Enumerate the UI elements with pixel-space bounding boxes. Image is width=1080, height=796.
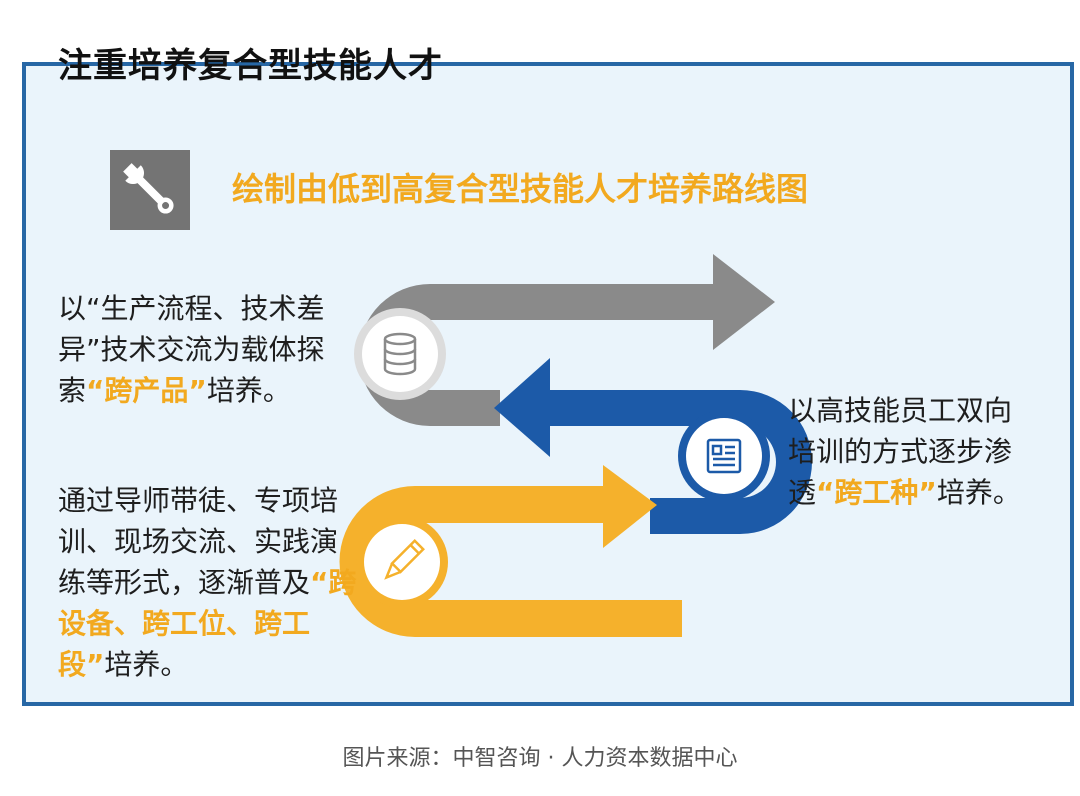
page-title: 注重培养复合型技能人才 xyxy=(58,46,443,86)
wrench-icon xyxy=(123,163,174,214)
equipment-text-post: 培养。 xyxy=(104,648,189,681)
job-type-training-text: 以高技能员工双向培训的方式逐步渗透“跨工种”培养。 xyxy=(788,390,1038,513)
database-icon xyxy=(354,308,446,400)
product-text-pre: 以“生产流程、技术差异”技术交流为载体探索 xyxy=(58,292,325,407)
equipment-text-pre: 通过导师带徒、专项培训、现场交流、实践演练等形式，逐渐普及 xyxy=(58,484,339,599)
equipment-highlight: “跨设备、跨工位、跨工段” xyxy=(58,566,357,681)
pencil-icon xyxy=(356,516,448,608)
gray-path-band xyxy=(359,284,715,426)
gray-arrow-head xyxy=(713,254,775,350)
job-type-highlight: “跨工种” xyxy=(816,476,937,509)
product-training-text: 以“生产流程、技术差异”技术交流为载体探索“跨产品”培养。 xyxy=(58,288,348,411)
diagram-subtitle: 绘制由低到高复合型技能人才培养路线图 xyxy=(232,170,809,208)
job-type-text-pre: 以高技能员工双向培训的方式逐步渗透 xyxy=(788,394,1013,509)
blue-arrow-head xyxy=(494,358,550,457)
wrench-icon-box xyxy=(110,150,190,230)
yellow-path-band xyxy=(339,486,682,637)
yellow-arrow-head xyxy=(603,465,657,548)
product-text-post: 培养。 xyxy=(206,374,291,407)
image-source: 图片来源：中智咨询 · 人力资本数据中心 xyxy=(342,746,738,771)
document-icon xyxy=(678,410,770,502)
equipment-training-text: 通过导师带徒、专项培训、现场交流、实践演练等形式，逐渐普及“跨设备、跨工位、跨工… xyxy=(58,480,358,685)
product-highlight: “跨产品” xyxy=(86,374,207,407)
job-type-text-post: 培养。 xyxy=(936,476,1021,509)
